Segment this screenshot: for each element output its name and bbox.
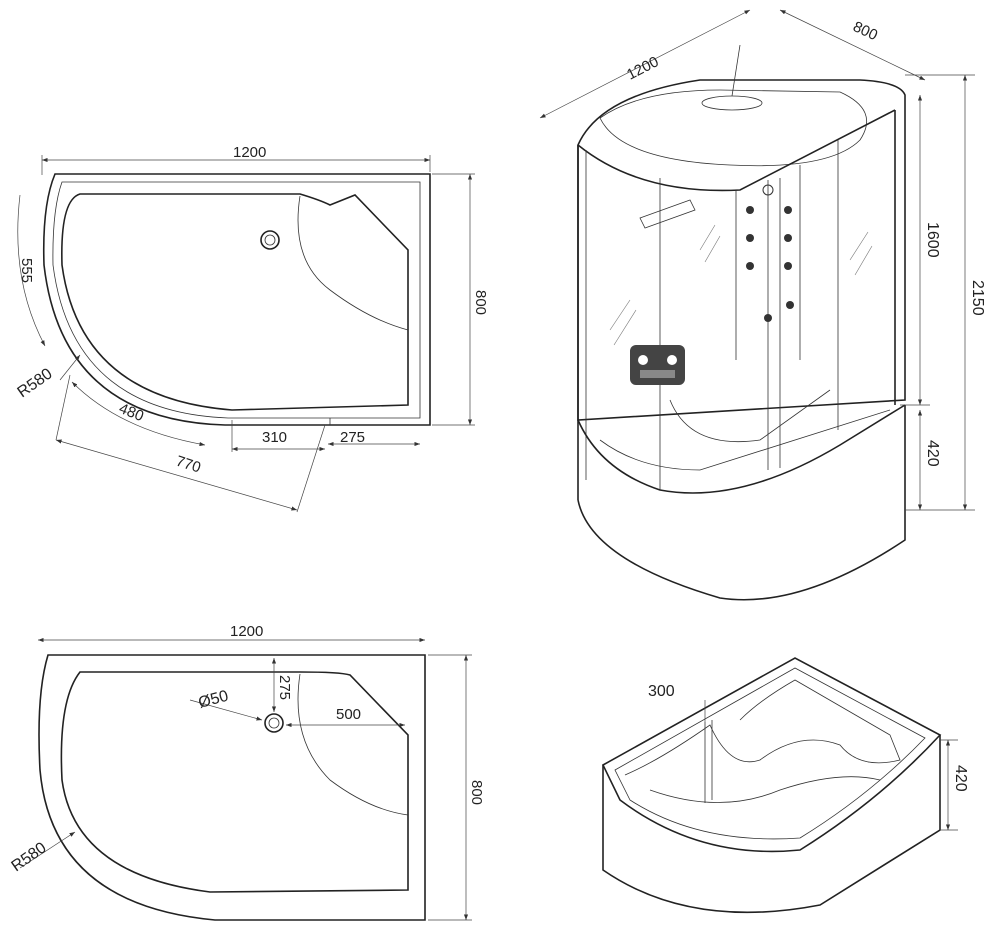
cabin-plan-view: 1200 800 555 R580 480 770 310 275 [15,144,489,513]
plan-chord-label: 770 [174,453,203,477]
drain-icon [260,230,280,250]
cabin-depth-label: 800 [850,18,880,44]
plan-radius-label: R580 [15,365,56,401]
plan-width-label: 1200 [233,144,266,161]
plan-depth-label: 800 [472,290,489,315]
drain-offset-label: 275 [276,675,293,700]
seat-width-label: 500 [336,706,361,723]
cabin-3d-view: 1200 800 1600 420 2150 [539,9,986,601]
cabin-width-label: 1200 [624,53,661,83]
tray-3d-view: 300 420 [601,657,969,914]
tray-radius-label: R580 [9,839,50,875]
massage-jets [746,184,794,322]
tray-depth-label: 800 [468,780,485,805]
cabin-height-label: 1600 [924,222,941,258]
plan-arc-side-label: 555 [18,258,35,283]
drain-diameter-label: Ø50 [197,688,231,712]
control-panel [630,345,685,385]
drain-icon [264,713,284,733]
plan-arc-front-label: 480 [117,400,147,425]
tray-plan-view: 1200 800 Ø50 275 500 R580 [9,623,485,921]
total-height-label: 2150 [969,280,986,316]
shelf [639,199,696,229]
plan-front-right-label: 275 [340,429,365,446]
tray-3d-height-label: 420 [952,765,969,792]
plan-door-label: 310 [262,429,287,446]
tray-height-label: 420 [924,440,941,467]
seat-depth-label: 300 [648,683,675,700]
tray-width-label: 1200 [230,623,263,640]
